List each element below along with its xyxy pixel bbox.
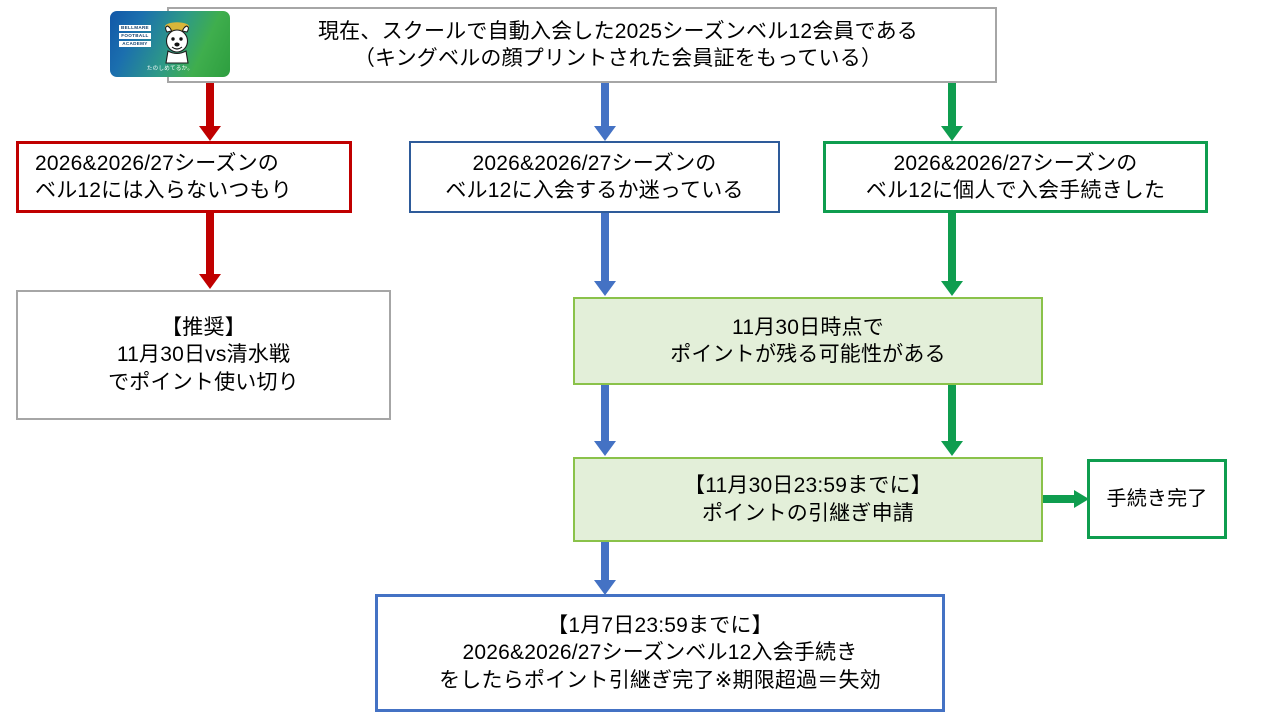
card-tagline: たのしめてるか。 (146, 66, 194, 72)
connector-opt-no-to-recommend (206, 213, 214, 275)
logo-line-1: BELLMARE (119, 25, 151, 31)
king-bell-mascot-icon (165, 22, 189, 64)
node-points-may-remain-label: 11月30日時点で ポイントが残る可能性がある (670, 315, 946, 366)
node-points-may-remain[interactable]: 11月30日時点で ポイントが残る可能性がある (573, 297, 1043, 385)
node-option-already-joined-label: 2026&2026/27シーズンの ベル12に個人で入会手続きした (865, 151, 1166, 202)
node-option-not-joining[interactable]: 2026&2026/27シーズンの ベル12には入らないつもり (16, 141, 352, 213)
arrowhead-points-left-to-transfer-apply-green (941, 441, 963, 456)
connector-opt-done-to-points-left (948, 213, 956, 282)
connector-root-to-opt-unsure (601, 83, 609, 127)
node-option-already-joined[interactable]: 2026&2026/27シーズンの ベル12に個人で入会手続きした (823, 141, 1208, 213)
logo-line-2: FOOTBALL (119, 33, 151, 39)
node-final-deadline[interactable]: 【1月7日23:59までに】 2026&2026/27シーズンベル12入会手続き… (375, 594, 945, 712)
connector-points-left-to-transfer-apply (601, 385, 609, 442)
node-recommendation-label: 【推奨】 11月30日vs清水戦 でポイント使い切り (108, 316, 299, 394)
arrowhead-opt-done-to-points-left (941, 281, 963, 296)
bellmare-academy-logo: BELLMARE FOOTBALL ACADEMY (119, 25, 151, 47)
connector-transfer-apply-to-final (601, 542, 609, 581)
node-procedure-complete-label: 手続き完了 (1106, 488, 1208, 510)
connector-transfer-apply-to-complete (1043, 495, 1075, 503)
node-point-transfer-application-label: 【11月30日23:59までに】 ポイントの引継ぎ申請 (684, 474, 932, 525)
connector-root-to-opt-done (948, 83, 956, 127)
node-recommendation[interactable]: 【推奨】 11月30日vs清水戦 でポイント使い切り (16, 290, 391, 420)
logo-line-3: ACADEMY (119, 41, 151, 47)
arrowhead-root-to-opt-no (199, 126, 221, 141)
node-option-undecided-label: 2026&2026/27シーズンの ベル12に入会するか迷っている (445, 151, 744, 202)
membership-card-image: BELLMARE FOOTBALL ACADEMY たのしめてるか。 (110, 11, 230, 77)
connector-points-left-to-transfer-apply-green (948, 385, 956, 442)
node-procedure-complete[interactable]: 手続き完了 (1087, 459, 1227, 539)
arrowhead-transfer-apply-to-final (594, 580, 616, 595)
connector-root-to-opt-no (206, 83, 214, 127)
arrowhead-points-left-to-transfer-apply (594, 441, 616, 456)
arrowhead-root-to-opt-done (941, 126, 963, 141)
node-option-not-joining-label: 2026&2026/27シーズンの ベル12には入らないつもり (35, 151, 292, 202)
arrowhead-opt-no-to-recommend (199, 274, 221, 289)
node-current-member-label: 現在、スクールで自動入会した2025シーズンベル12会員である （キングベルの顔… (317, 19, 918, 70)
arrowhead-root-to-opt-unsure (594, 126, 616, 141)
arrowhead-opt-unsure-to-points-left (594, 281, 616, 296)
arrowhead-transfer-apply-to-complete (1074, 490, 1089, 508)
node-point-transfer-application[interactable]: 【11月30日23:59までに】 ポイントの引継ぎ申請 (573, 457, 1043, 542)
node-option-undecided[interactable]: 2026&2026/27シーズンの ベル12に入会するか迷っている (409, 141, 780, 213)
node-current-member[interactable]: 現在、スクールで自動入会した2025シーズンベル12会員である （キングベルの顔… (167, 7, 997, 83)
node-final-deadline-label: 【1月7日23:59までに】 2026&2026/27シーズンベル12入会手続き… (439, 614, 881, 692)
connector-opt-unsure-to-points-left (601, 213, 609, 282)
